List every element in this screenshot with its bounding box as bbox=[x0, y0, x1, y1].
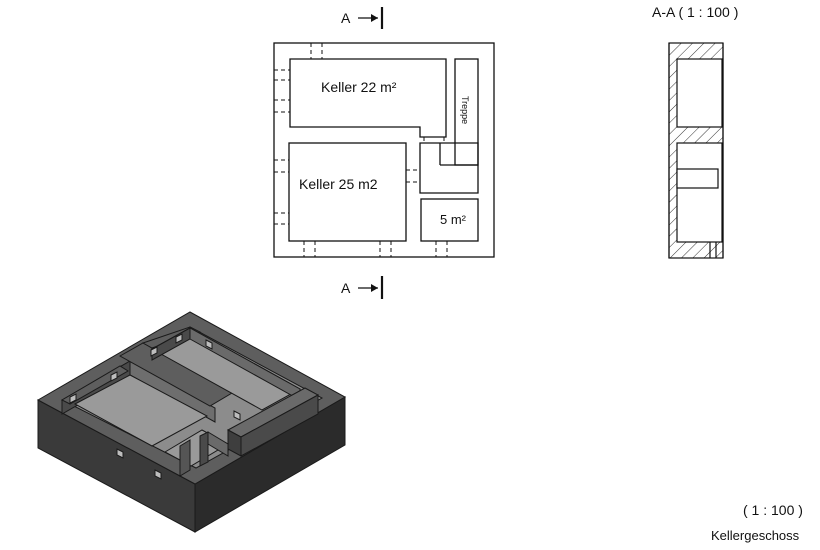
plan-outer-wall bbox=[273, 42, 495, 258]
section-marker-top: A bbox=[341, 7, 384, 29]
section-marker-bottom-label: A bbox=[341, 280, 351, 296]
room-5-outline bbox=[420, 198, 479, 242]
model-windows bbox=[69, 333, 241, 480]
room-label-5: 5 m² bbox=[440, 212, 467, 227]
titleblock-name: Kellergeschoss bbox=[711, 528, 800, 543]
isometric-model bbox=[36, 311, 347, 533]
section-room-lower bbox=[676, 142, 723, 243]
room-label-keller-25: Keller 25 m2 bbox=[299, 176, 378, 192]
stair-label: Treppe bbox=[460, 96, 470, 124]
plan-openings bbox=[274, 43, 448, 257]
floor-plan bbox=[273, 42, 495, 258]
room-label-keller-22: Keller 22 m² bbox=[321, 79, 397, 95]
section-title: A-A ( 1 : 100 ) bbox=[652, 4, 738, 20]
section-marker-top-label: A bbox=[341, 10, 351, 26]
room-keller-25-outline bbox=[288, 142, 407, 242]
section-marker-bottom: A bbox=[341, 276, 384, 299]
stair-landing bbox=[419, 142, 479, 194]
section-opening bbox=[676, 168, 719, 189]
section-room-upper bbox=[676, 58, 723, 128]
room-keller-22-outline bbox=[289, 58, 447, 138]
section-view bbox=[668, 42, 724, 259]
titleblock-scale: ( 1 : 100 ) bbox=[743, 502, 803, 518]
